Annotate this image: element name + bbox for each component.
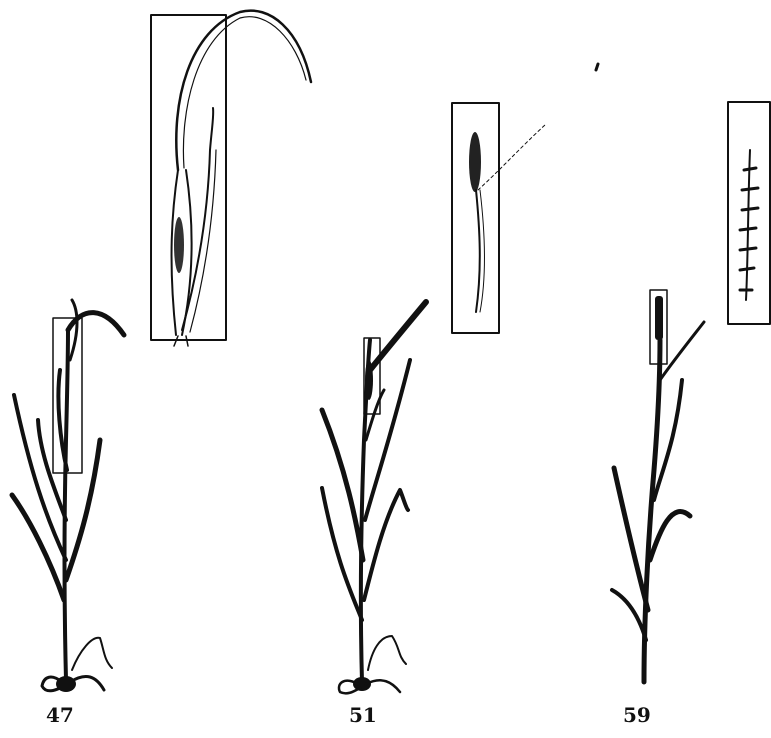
plant-stage-47 (12, 300, 124, 692)
plant-stage-51 (322, 302, 426, 693)
stage-label-51: 51 (349, 703, 377, 727)
detail-box-stage-51 (452, 103, 546, 333)
detail-box-stage-47 (151, 11, 311, 346)
speck-mark (596, 64, 598, 70)
stage-label-47: 47 (46, 703, 74, 727)
plant-stage-59 (612, 290, 704, 682)
stage-label-59: 59 (623, 703, 651, 727)
detail-box-stage-59 (728, 102, 770, 324)
